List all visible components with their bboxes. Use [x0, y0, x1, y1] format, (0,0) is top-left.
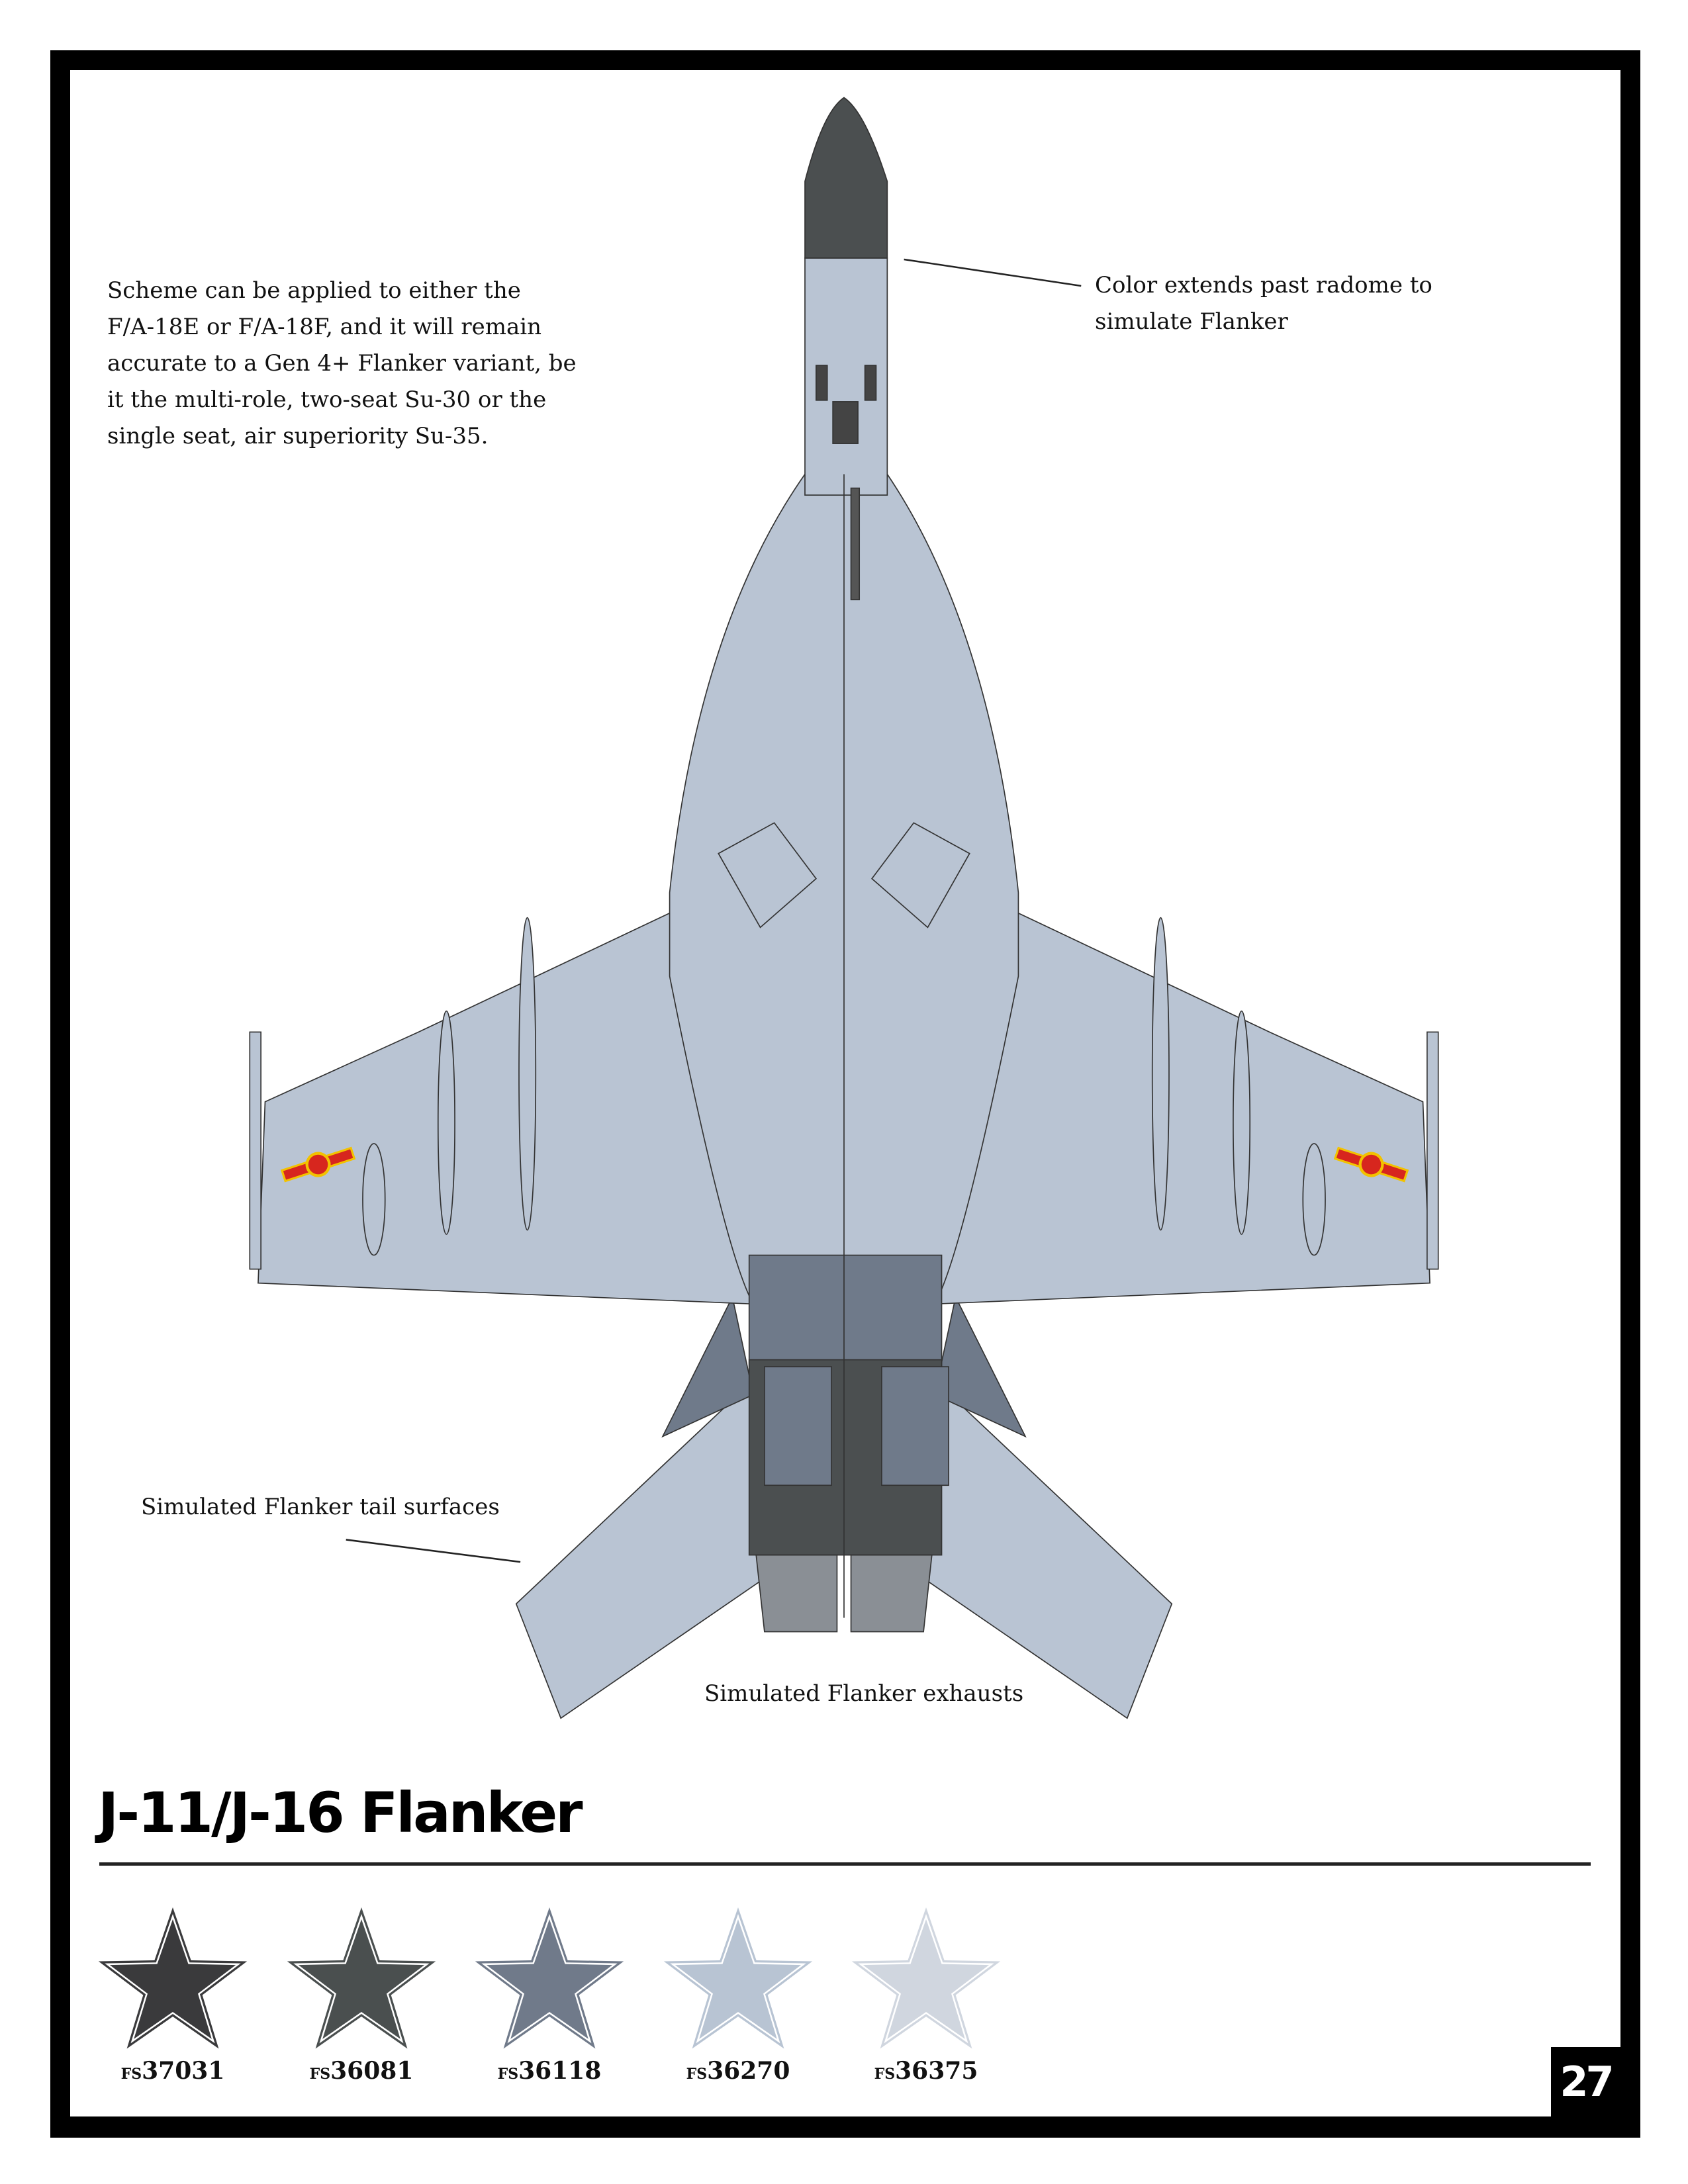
right-vertical-tail: [934, 1295, 1027, 1438]
swatch-label: FS36270: [659, 2057, 818, 2085]
right-wingtip-rail: [1427, 1031, 1439, 1270]
swatch-code: 36081: [330, 2057, 414, 2085]
left-tank: [362, 1143, 386, 1256]
left-intake: [718, 822, 817, 929]
description-line: accurate to a Gen 4+ Flanker variant, be: [107, 350, 577, 377]
swatch-star-fill: [863, 1919, 990, 2039]
swatch-code: 36375: [895, 2057, 978, 2085]
scheme-description: Scheme can be applied to either the F/A-…: [107, 273, 610, 455]
left-wing-insignia: [280, 1146, 356, 1183]
right-mid-missile: [1233, 1010, 1251, 1235]
description-line: single seat, air superiority Su-35.: [107, 423, 489, 449]
exhaust-callout: Simulated Flanker exhausts: [704, 1680, 1024, 1707]
swatch-label: FS37031: [93, 2057, 252, 2085]
radome-callout: Color extends past radome to simulate Fl…: [1095, 267, 1492, 340]
left-outer-missile: [518, 917, 537, 1231]
left-exhaust: [755, 1554, 838, 1633]
swatch-label: FS36081: [282, 2057, 441, 2085]
swatch-code: 37031: [142, 2057, 225, 2085]
swatch-code: 36118: [518, 2057, 602, 2085]
callout-line: simulate Flanker: [1095, 308, 1288, 335]
swatch-prefix: FS: [497, 2066, 519, 2083]
right-engine-panel: [881, 1366, 949, 1486]
left-mid-missile: [437, 1010, 455, 1235]
swatch-prefix: FS: [686, 2066, 708, 2083]
right-wing-insignia: [1333, 1146, 1409, 1183]
swatch-prefix: FS: [309, 2066, 331, 2083]
swatch-star-fill: [486, 1919, 613, 2039]
swatch-label: FS36375: [847, 2057, 1006, 2085]
left-vertical-tail: [661, 1295, 754, 1438]
swatch-star-fill: [675, 1919, 802, 2039]
swatch-prefix: FS: [120, 2066, 142, 2083]
swatch-label: FS36118: [470, 2057, 629, 2085]
radome: [804, 97, 888, 259]
description-line: F/A-18E or F/A-18F, and it will remain: [107, 314, 542, 340]
right-exhaust: [850, 1554, 933, 1633]
page-title: J-11/J-16 Flanker: [98, 1780, 583, 1845]
description-line: it the multi-role, two-seat Su-30 or the: [107, 387, 547, 413]
swatch-code: 36270: [707, 2057, 790, 2085]
radome-leader-line: [904, 258, 1082, 287]
left-engine-panel: [764, 1366, 832, 1486]
right-tank: [1302, 1143, 1326, 1256]
tail-callout: Simulated Flanker tail surfaces: [141, 1494, 500, 1520]
description-line: Scheme can be applied to either the: [107, 277, 521, 304]
left-wingtip-rail: [249, 1031, 261, 1270]
right-intake: [871, 822, 970, 929]
swatch-prefix: FS: [874, 2066, 896, 2083]
page-number: 27: [1551, 2047, 1620, 2116]
right-outer-missile: [1151, 917, 1170, 1231]
callout-line: Color extends past radome to: [1095, 272, 1432, 298]
swatch-star-fill: [109, 1919, 236, 2039]
tail-leader-line: [346, 1539, 521, 1563]
swatch-star-fill: [298, 1919, 425, 2039]
title-divider: [99, 1862, 1591, 1866]
